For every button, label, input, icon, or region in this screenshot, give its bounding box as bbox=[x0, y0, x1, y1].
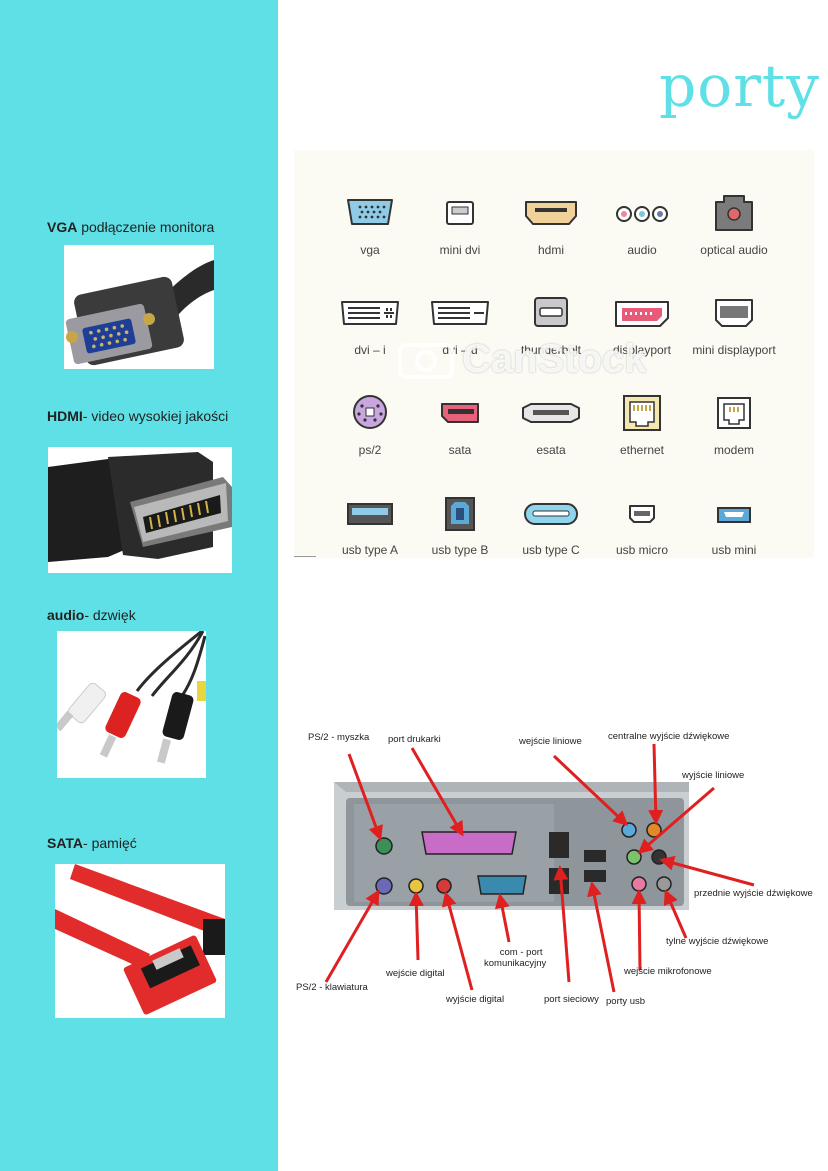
port-vga: vga bbox=[320, 194, 420, 257]
usb-type-a-icon bbox=[347, 503, 393, 525]
port-dvi-i: dvi – i bbox=[320, 294, 420, 357]
port-dvi-d: dvi – d bbox=[410, 294, 510, 357]
port-usb-micro: usb micro bbox=[592, 494, 692, 557]
port-label: mini displayport bbox=[692, 343, 776, 357]
label-line-in: wejście liniowe bbox=[519, 736, 582, 747]
port-label: optical audio bbox=[700, 243, 768, 257]
port-label: usb micro bbox=[615, 543, 668, 557]
port-label: ps/2 bbox=[358, 443, 382, 457]
label-digital-in: wejście digital bbox=[386, 968, 445, 979]
audio-jacks-icon bbox=[616, 206, 668, 222]
port-usb-mini: usb mini bbox=[684, 494, 784, 557]
port-label: usb mini bbox=[711, 543, 757, 557]
port-label: audio bbox=[627, 243, 657, 257]
port-esata: esata bbox=[501, 394, 601, 457]
ethernet-icon bbox=[623, 395, 661, 431]
back-panel-illustration bbox=[324, 743, 755, 993]
port-label: usb type B bbox=[431, 543, 489, 557]
caption-hdmi: HDMI- video wysokiej jakości bbox=[47, 408, 229, 424]
sata-icon bbox=[441, 403, 479, 423]
label-center-out: centralne wyjście dźwiękowe bbox=[608, 731, 730, 742]
port-label: usb type A bbox=[341, 543, 399, 557]
port-label: sata bbox=[448, 443, 472, 457]
port-sata: sata bbox=[410, 394, 510, 457]
label-line-out: wyjście liniowe bbox=[682, 770, 745, 781]
label-ps2-mouse: PS/2 - myszka bbox=[308, 732, 370, 743]
vga-connector-photo bbox=[64, 245, 214, 369]
dvi-i-icon bbox=[341, 301, 399, 325]
port-mini-dvi: mini dvi bbox=[410, 194, 510, 257]
label-usb-ports: porty usb bbox=[606, 996, 646, 1007]
back-panel-diagram: PS/2 - myszka port drukarki wejście lini… bbox=[294, 720, 824, 1020]
caption-audio: audio- dzwięk bbox=[47, 607, 136, 623]
sidebar: VGA podłączenie monitora HDMI- video wys… bbox=[0, 0, 278, 1171]
port-hdmi: hdmi bbox=[501, 194, 601, 257]
port-label: dvi – i bbox=[354, 343, 386, 357]
watermark-text: CanStock bbox=[462, 336, 647, 381]
port-label: hdmi bbox=[537, 243, 564, 257]
watermark: CanStock bbox=[398, 336, 698, 382]
ports-icon-grid: vga mini dvi hdmi audio optical audio bbox=[294, 150, 814, 558]
usb-mini-icon bbox=[717, 507, 751, 523]
port-label: mini dvi bbox=[439, 243, 481, 257]
usb-type-b-icon bbox=[445, 497, 475, 531]
port-label: modem bbox=[713, 443, 754, 457]
port-ethernet: ethernet bbox=[592, 394, 692, 457]
port-usb-type-a: usb type A bbox=[320, 494, 420, 557]
usb-type-c-icon bbox=[524, 503, 578, 525]
esata-icon bbox=[522, 403, 580, 423]
label-printer-port: port drukarki bbox=[388, 734, 441, 745]
port-label: ethernet bbox=[619, 443, 665, 457]
vga-icon bbox=[347, 199, 393, 225]
port-label: usb type C bbox=[522, 543, 580, 557]
port-modem: modem bbox=[684, 394, 784, 457]
caption-vga: VGA podłączenie monitora bbox=[47, 219, 215, 235]
port-usb-type-b: usb type B bbox=[410, 494, 510, 557]
camera-watermark-icon bbox=[398, 343, 454, 379]
page-title: porty bbox=[659, 52, 820, 120]
port-audio: audio bbox=[592, 194, 692, 257]
rca-audio-cable-photo bbox=[57, 631, 206, 778]
ps2-icon bbox=[353, 395, 387, 429]
port-thunderbolt: thunderbolt bbox=[501, 294, 601, 357]
mini-displayport-icon bbox=[715, 299, 753, 327]
port-optical-audio: optical audio bbox=[684, 194, 784, 257]
port-label: thunderbolt bbox=[520, 343, 582, 357]
label-digital-out: wyjście digital bbox=[446, 994, 505, 1005]
port-ps2: ps/2 bbox=[320, 394, 420, 457]
optical-audio-icon bbox=[715, 195, 753, 231]
usb-micro-icon bbox=[629, 505, 655, 523]
label-ps2-keyboard: PS/2 - klawiatura bbox=[296, 982, 368, 993]
sata-cable-photo bbox=[55, 864, 225, 1018]
port-label: esata bbox=[536, 443, 566, 457]
label-mic-in: wejście mikrofonowe bbox=[624, 966, 712, 977]
port-label: vga bbox=[360, 243, 380, 257]
label-front-out: przednie wyjście dźwiękowe bbox=[694, 888, 813, 899]
port-displayport: displayport bbox=[592, 294, 692, 357]
label-rear-out: tylne wyjście dźwiękowe bbox=[666, 936, 769, 947]
thunderbolt-icon bbox=[534, 297, 568, 327]
divider bbox=[294, 556, 316, 557]
displayport-icon bbox=[615, 301, 669, 327]
dvi-d-icon bbox=[431, 301, 489, 325]
label-com-port: com - port komunikacyjny bbox=[484, 947, 547, 969]
caption-sata: SATA- pamięć bbox=[47, 835, 137, 851]
port-label: displayport bbox=[612, 343, 672, 357]
modem-icon bbox=[717, 397, 751, 429]
port-usb-type-c: usb type C bbox=[501, 494, 601, 557]
hdmi-icon bbox=[525, 201, 577, 225]
label-network-port: port sieciowy bbox=[544, 994, 599, 1005]
hdmi-connector-photo bbox=[48, 447, 232, 573]
mini-dvi-icon bbox=[446, 201, 474, 225]
port-mini-displayport: mini displayport bbox=[684, 294, 784, 357]
